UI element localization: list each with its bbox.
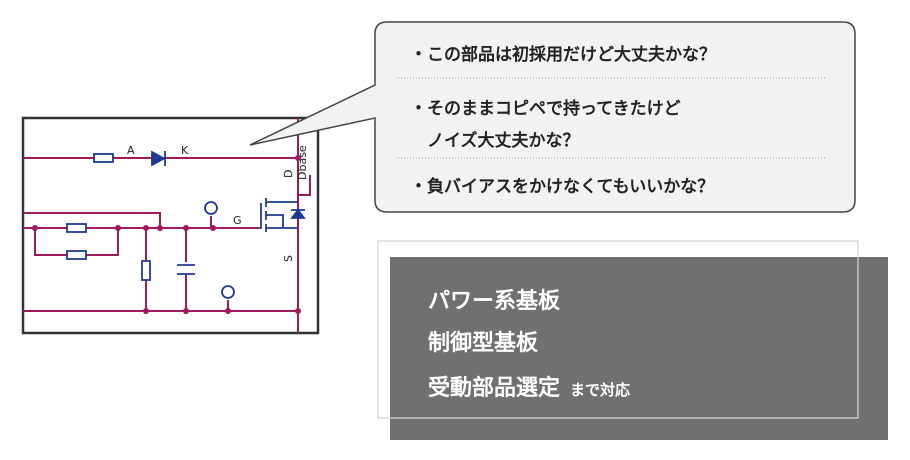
service-item: パワー系基板 [428, 289, 561, 314]
test-point [204, 201, 218, 215]
service-item: 受動部品選定 [428, 376, 561, 401]
drain-label: D [282, 170, 295, 178]
wires [23, 118, 311, 333]
components [66, 150, 306, 299]
mosfet-icon [258, 198, 306, 232]
diode-icon [151, 150, 166, 167]
dbase-label: Dbase [296, 145, 309, 180]
resistor [66, 223, 87, 233]
resistor [66, 250, 87, 260]
service-item-with-suffix: 受動部品選定まで対応 [428, 370, 630, 402]
gate-label: G [233, 214, 242, 227]
service-suffix: まで対応 [570, 381, 631, 399]
service-item: 制御型基板 [428, 331, 539, 356]
circuit-schematic: A K G D Dbase S [21, 116, 320, 335]
bubble-item: ・負バイアスをかけなくてもいいかな？ [410, 177, 715, 197]
bubble-item: ノイズ大丈夫かな？ [410, 131, 580, 151]
bubble-item: ・そのままコピペで持ってきたけど [410, 99, 681, 119]
cathode-label: K [181, 144, 189, 157]
junction-dots [32, 155, 301, 314]
source-label: S [282, 255, 295, 262]
speech-bubble [249, 21, 856, 213]
resistor [93, 153, 114, 163]
test-point [221, 285, 235, 299]
services-panel [377, 240, 888, 440]
anode-label: A [127, 144, 135, 157]
resistor [141, 260, 151, 281]
bubble-item: ・この部品は初採用だけど大丈夫かな？ [410, 45, 716, 65]
